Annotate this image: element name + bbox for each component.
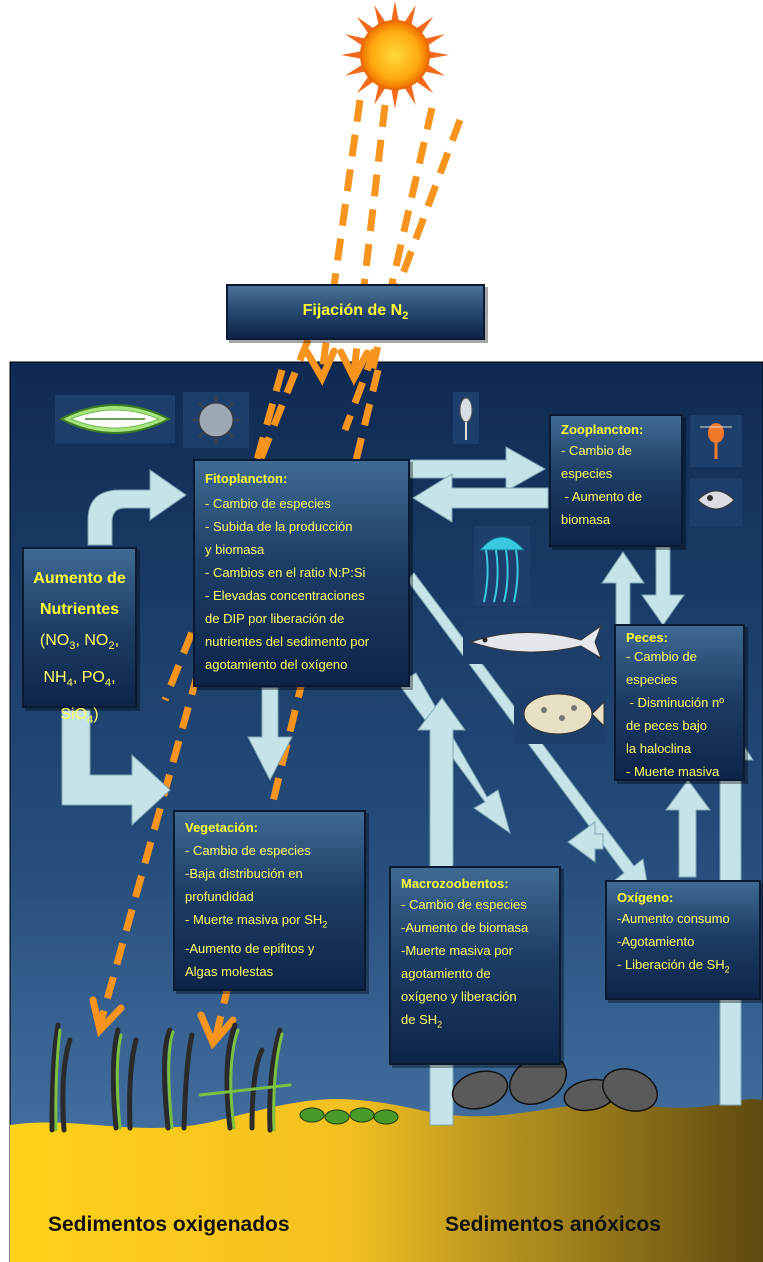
vegetacion-line: -Baja distribución en xyxy=(185,866,303,881)
macrozoobentos-line: -Muerte masiva por xyxy=(401,943,513,958)
oxigeno-line: - Liberación de SH2 xyxy=(617,957,730,975)
nutrientes-title-2: Nutrientes xyxy=(39,601,120,618)
sedimentos-oxigenados-label: Sedimentos oxigenados xyxy=(48,1213,290,1236)
nutrientes-title-1: Aumento de xyxy=(33,570,126,587)
fitoplancton-line: - Elevadas concentraciones xyxy=(205,588,365,603)
macrozoobentos-title: Macrozoobentos: xyxy=(401,876,509,891)
fitoplancton-line: nutrientes del sedimento por xyxy=(205,634,370,649)
peces-box: Peces: - Cambio de especies - Disminució… xyxy=(614,624,745,781)
zooplankton-icon xyxy=(690,415,742,467)
arrow-peces-to-zooplancton xyxy=(601,551,645,626)
arrow-nutrients-to-fitoplancton xyxy=(87,469,187,546)
macrozoobentos-box: Macrozoobentos: - Cambio de especies -Au… xyxy=(389,866,561,1065)
sun-ray xyxy=(390,1,400,24)
fitoplancton-line: - Cambio de especies xyxy=(205,496,331,511)
herring-fish-icon xyxy=(463,618,609,664)
fitoplancton-line: de DIP por liberación de xyxy=(205,611,345,626)
nutrientes-formula-1: (NO3, NO2, xyxy=(39,632,120,653)
zooplancton-line: especies xyxy=(561,466,613,481)
peces-line: especies xyxy=(626,672,678,687)
sun-ray xyxy=(341,50,364,60)
fitoplancton-line: y biomasa xyxy=(205,542,265,557)
peces-line: - Muerte masiva xyxy=(626,764,720,779)
algae-icon xyxy=(299,1107,399,1125)
oxigeno-line: -Aumento consumo xyxy=(617,911,730,926)
sun-ray xyxy=(345,34,368,47)
nutrientes-box: Aumento de Nutrientes (NO3, NO2, NH4, PO… xyxy=(22,547,137,727)
arrow-fitoplancton-to-vegetacion xyxy=(247,687,293,782)
sun-ray-arrowheads xyxy=(89,347,371,1050)
diatom-icon xyxy=(55,395,175,443)
sun-ray xyxy=(374,5,387,28)
oxigeno-line: -Agotamiento xyxy=(617,934,695,949)
radiolarian-icon xyxy=(183,392,249,448)
zooplancton-line: - Aumento de xyxy=(561,489,642,504)
macrozoobentos-line: - Cambio de especies xyxy=(401,897,527,912)
sun-ray xyxy=(422,34,445,47)
macrozoobentos-line: agotamiento de xyxy=(401,966,491,981)
flatfish-icon xyxy=(514,684,606,744)
macrozoobentos-line: -Aumento de biomasa xyxy=(401,920,529,935)
seagrass-icon xyxy=(49,1022,292,1133)
sun-ray xyxy=(403,5,416,28)
fijacion-n2-box: Fijación de N2 xyxy=(226,284,485,340)
zooplancton-box: Zooplancton: - Cambio de especies - Aume… xyxy=(549,414,683,547)
zooplankton-icon xyxy=(690,478,742,526)
vegetacion-line: -Aumento de epifitos y xyxy=(185,940,315,956)
peces-line: de peces bajo xyxy=(626,718,707,733)
sun-ray xyxy=(374,82,387,105)
jellyfish-icon xyxy=(474,526,530,606)
vegetacion-title: Vegetación: xyxy=(185,820,258,835)
peces-line: la haloclina xyxy=(626,741,692,756)
vegetacion-line: - Muerte masiva por SH2 xyxy=(185,912,328,930)
peces-line: - Cambio de xyxy=(626,649,697,664)
arrow-oxigeno-to-peces xyxy=(665,779,711,878)
fijacion-label: Fijación de N2 xyxy=(302,301,409,323)
macrozoobentos-line: oxígeno y liberación xyxy=(401,989,517,1004)
sun-ray xyxy=(403,82,416,105)
arrow-zooplancton-to-fitoplancton xyxy=(412,473,549,523)
zooplancton-title: Zooplancton: xyxy=(561,422,644,437)
sun-ray xyxy=(426,50,449,60)
nutrientes-formula-3: SiO4) xyxy=(60,706,99,727)
sediment-floor xyxy=(10,1099,763,1262)
sun-ray xyxy=(345,63,368,76)
sun-ray xyxy=(390,86,400,109)
fitoplancton-line: - Subida de la producción xyxy=(205,519,353,534)
fitoplancton-line: - Cambios en el ratio N:P:Si xyxy=(205,565,366,580)
peces-line: - Disminución nº xyxy=(626,695,724,710)
fitoplancton-line: agotamiento del oxígeno xyxy=(205,657,348,672)
fitoplancton-box: Fitoplancton: - Cambio de especies - Sub… xyxy=(193,459,410,687)
nutrientes-formula-2: NH4, PO4, xyxy=(43,669,116,690)
vegetacion-line: profundidad xyxy=(185,889,254,904)
peces-title: Peces: xyxy=(626,630,668,645)
sun-icon xyxy=(341,1,449,109)
mussel-icon xyxy=(451,1055,658,1112)
arrow-nutrients-to-vegetacion xyxy=(61,709,171,827)
oxigeno-title: Oxígeno: xyxy=(617,890,674,905)
zooplancton-line: biomasa xyxy=(561,512,611,527)
vegetacion-line: - Cambio de especies xyxy=(185,843,311,858)
arrow-fitoplancton-to-zooplancton xyxy=(409,446,547,492)
fitoplancton-title: Fitoplancton: xyxy=(205,471,288,486)
oxigeno-box: Oxígeno: -Aumento consumo -Agotamiento -… xyxy=(605,880,761,1000)
zooplancton-line: - Cambio de xyxy=(561,443,632,458)
arrow-zooplancton-to-peces xyxy=(641,546,685,626)
sedimentos-anoxicos-label: Sedimentos anóxicos xyxy=(445,1213,661,1236)
macrozoobentos-line: de SH2 xyxy=(401,1012,443,1030)
sun-ray xyxy=(422,63,445,76)
vegetacion-box: Vegetación: - Cambio de especies -Baja d… xyxy=(173,810,366,991)
arrow-fitoplancton-to-macrozoobentos xyxy=(397,672,511,835)
arrow-oxigeno-to-macrozoobentos xyxy=(567,821,604,863)
copepod-icon xyxy=(453,392,479,444)
vegetacion-line: Algas molestas xyxy=(185,963,274,979)
